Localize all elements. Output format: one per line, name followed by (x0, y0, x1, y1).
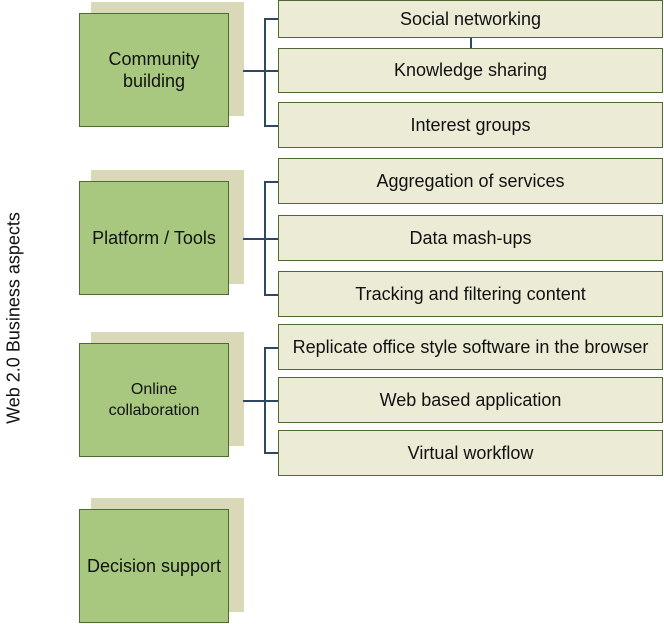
item-data-mash-ups: Data mash-ups (278, 215, 663, 261)
connector-line (243, 238, 265, 240)
connector-line (264, 452, 278, 454)
connector-line (264, 400, 278, 402)
connector-line (264, 347, 278, 349)
connector-line (243, 70, 265, 72)
item-virtual-workflow: Virtual workflow (278, 430, 663, 476)
connector-line (264, 181, 278, 183)
category-platform-tools: Platform / Tools (79, 181, 229, 295)
connector-line (470, 37, 472, 48)
item-aggregation-of-services: Aggregation of services (278, 158, 663, 204)
connector-line (264, 125, 278, 127)
connector-line (264, 238, 278, 240)
connector-line (243, 400, 265, 402)
item-knowledge-sharing: Knowledge sharing (278, 48, 663, 93)
connector-line (264, 294, 278, 296)
category-online-collaboration: Online collaboration (79, 343, 229, 457)
item-social-networking: Social networking (278, 0, 663, 38)
category-decision-support: Decision support (79, 509, 229, 623)
item-replicate-office-software: Replicate office style software in the b… (278, 324, 663, 370)
item-tracking-and-filtering: Tracking and filtering content (278, 271, 663, 317)
category-community-building: Community building (79, 13, 229, 127)
connector-line (264, 18, 278, 20)
item-web-based-application: Web based application (278, 377, 663, 423)
connector-line (264, 70, 278, 72)
item-interest-groups: Interest groups (278, 102, 663, 148)
connector-line (264, 18, 266, 126)
